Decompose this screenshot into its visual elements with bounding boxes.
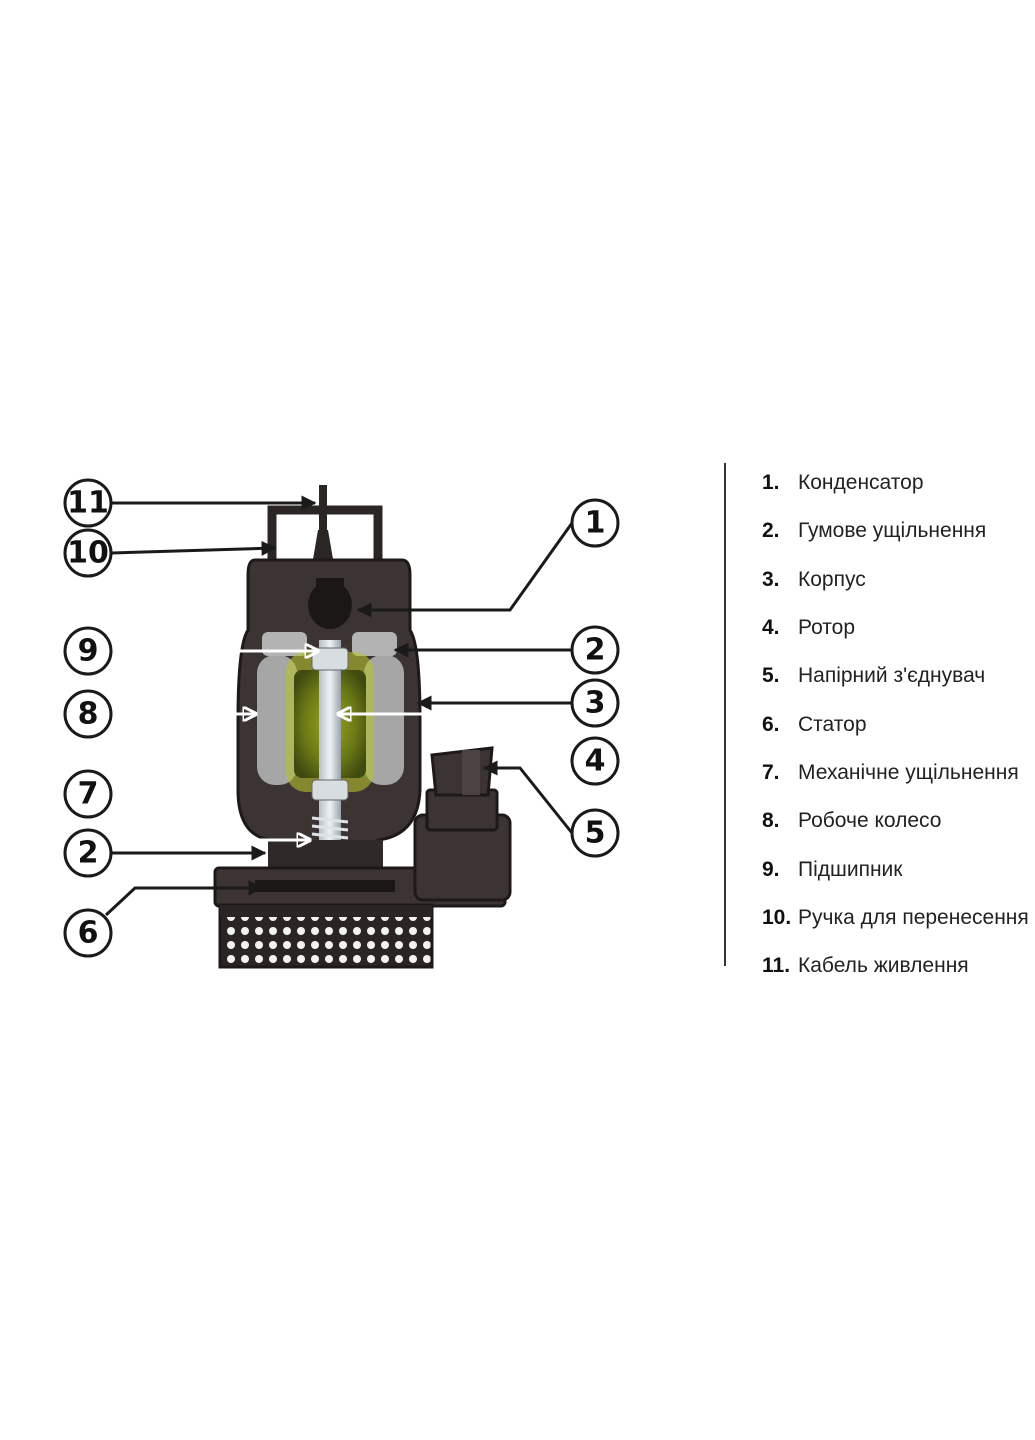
callout-number: 10 — [67, 536, 109, 571]
legend-label: Механічне ущільнення — [798, 760, 1019, 784]
capacitor — [308, 581, 352, 629]
legend-number: 4. — [762, 616, 780, 640]
legend-label: Робоче колесо — [798, 809, 942, 833]
legend-item: 3. Корпус — [762, 556, 1029, 604]
legend-item: 4. Ротор — [762, 604, 1029, 652]
pump-illustration — [213, 485, 512, 969]
legend-item: 5. Напірний з'єднувач — [762, 652, 1029, 700]
legend-item: 6. Статор — [762, 700, 1029, 748]
legend-item: 1. Конденсатор — [762, 459, 1029, 507]
legend-label: Підшипник — [798, 857, 903, 881]
callout-number: 9 — [78, 634, 99, 669]
callout-number: 2 — [585, 633, 606, 668]
callout-2-upper: 2 — [570, 625, 620, 675]
leader-lines — [104, 495, 574, 917]
legend-number: 6. — [762, 712, 780, 736]
strainer-rim — [220, 905, 432, 917]
legend-number: 5. — [762, 664, 780, 688]
impeller — [255, 880, 395, 892]
callout-11: 11 — [63, 478, 113, 528]
legend-item: 8. Робоче колесо — [762, 797, 1029, 845]
callout-3: 3 — [570, 678, 620, 728]
legend-number: 11. — [762, 954, 791, 978]
callout-7: 7 — [63, 769, 113, 819]
callout-10: 10 — [63, 528, 113, 578]
legend-number: 10. — [762, 905, 792, 929]
legend-number: 1. — [762, 471, 780, 495]
callout-8: 8 — [63, 689, 113, 739]
stator-top-right — [352, 632, 397, 656]
callout-number: 6 — [78, 916, 99, 951]
callout-number: 11 — [67, 486, 109, 521]
legend-label: Ротор — [798, 616, 856, 640]
callout-number: 5 — [585, 816, 606, 851]
callout-number: 1 — [585, 506, 606, 541]
callout-number: 4 — [585, 744, 606, 779]
legend-number: 2. — [762, 519, 780, 543]
legend-label: Конденсатор — [798, 471, 924, 495]
legend-item: 2. Гумове ущільнення — [762, 507, 1029, 555]
carry-handle — [267, 505, 383, 565]
legend-item: 11. Кабель живлення — [762, 942, 1029, 990]
legend-divider — [724, 463, 726, 966]
legend-label: Напірний з'єднувач — [798, 664, 986, 688]
cable-gland — [312, 530, 334, 565]
legend-number: 8. — [762, 809, 780, 833]
top-cap-slot — [316, 578, 344, 588]
legend-number: 9. — [762, 857, 780, 881]
legend-label: Корпус — [798, 567, 866, 591]
callout-1: 1 — [570, 498, 620, 548]
parts-legend: 1. Конденсатор 2. Гумове ущільнення 3. К… — [762, 459, 1029, 990]
legend-item: 7. Механічне ущільнення — [762, 749, 1029, 797]
callout-2-lower: 2 — [63, 828, 113, 878]
bearing-top — [311, 647, 349, 671]
callout-6: 6 — [63, 908, 113, 958]
bearing-bottom — [311, 779, 349, 801]
discharge-nipple — [462, 750, 480, 795]
callout-9: 9 — [63, 626, 113, 676]
legend-item: 10. Ручка для перенесення — [762, 894, 1029, 942]
callout-4: 4 — [570, 736, 620, 786]
callout-number: 7 — [78, 777, 99, 812]
legend-item: 9. Підшипник — [762, 845, 1029, 893]
legend-label: Ручка для перенесення — [798, 905, 1029, 929]
callout-number: 8 — [78, 697, 99, 732]
legend-number: 7. — [762, 760, 780, 784]
legend-label: Кабель живлення — [798, 954, 969, 978]
callout-number: 3 — [585, 686, 606, 721]
callout-number: 2 — [78, 836, 99, 871]
legend-number: 3. — [762, 567, 780, 591]
callout-5: 5 — [570, 808, 620, 858]
legend-label: Статор — [798, 712, 867, 736]
legend-label: Гумове ущільнення — [798, 519, 987, 543]
